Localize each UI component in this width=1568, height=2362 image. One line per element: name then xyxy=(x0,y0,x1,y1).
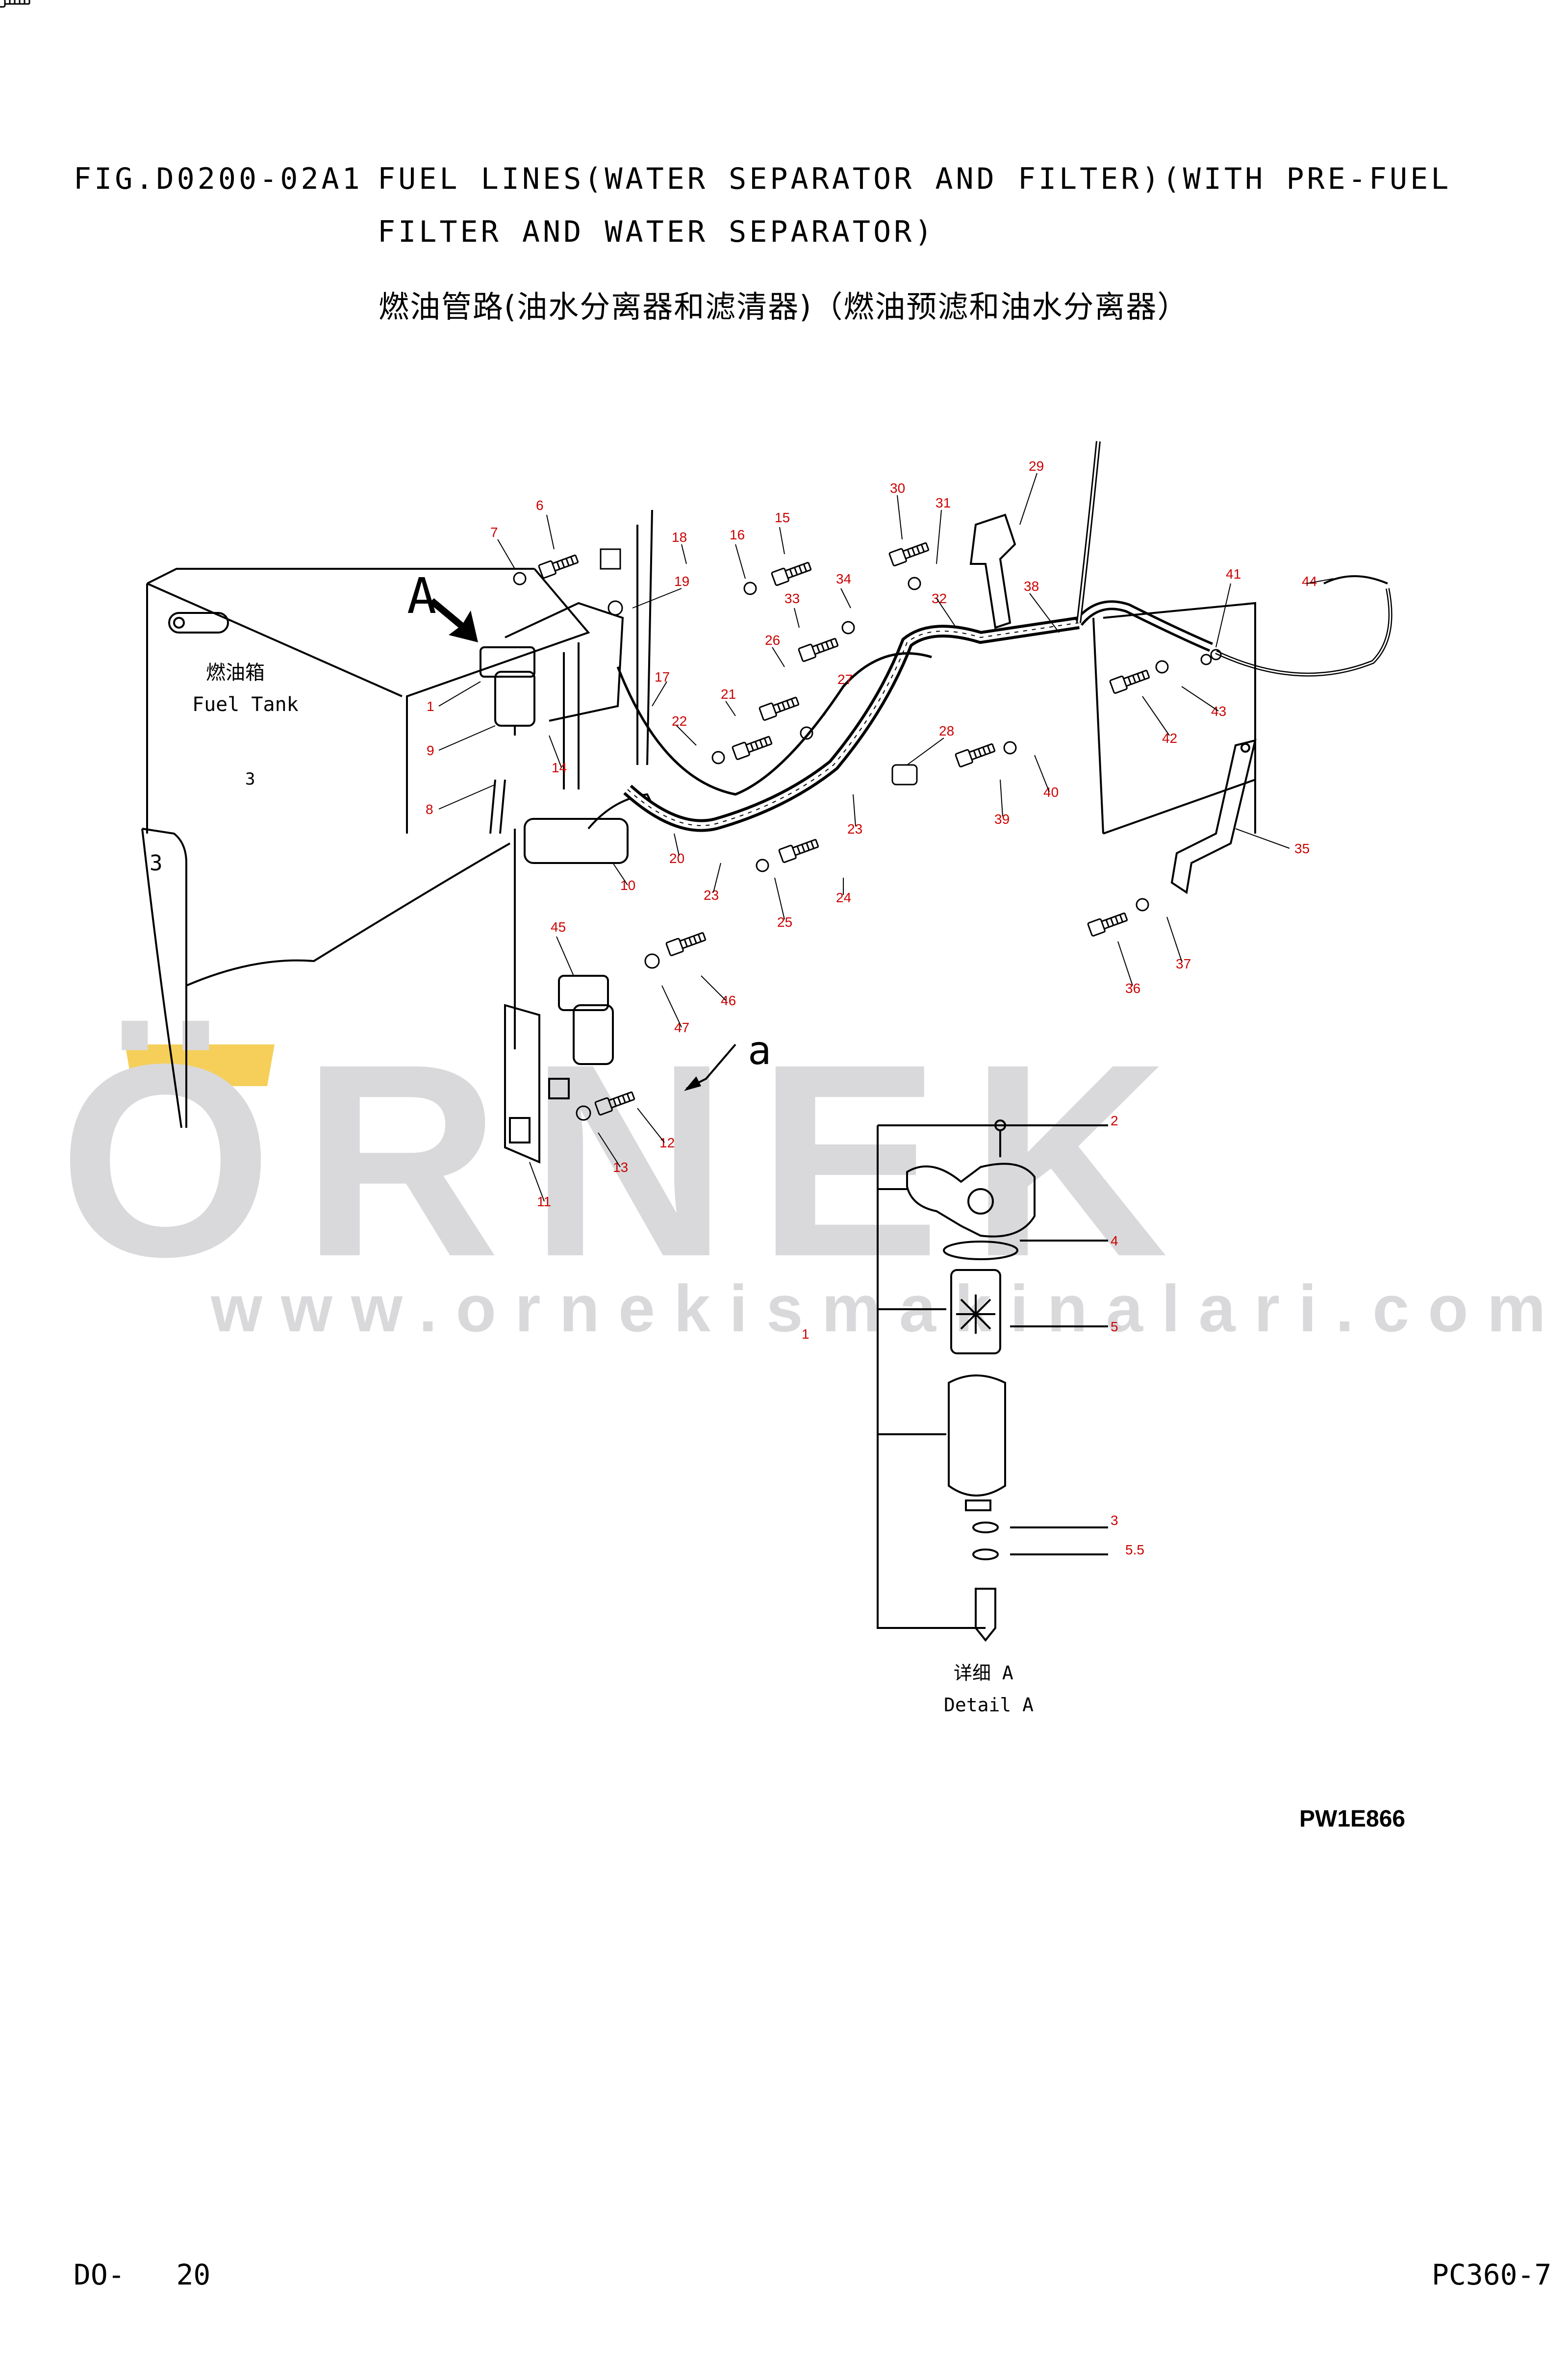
tank-mark-2: 3 xyxy=(150,851,163,876)
leader-lines xyxy=(438,473,1334,1202)
callout-15: 15 xyxy=(775,510,790,525)
callout-20: 20 xyxy=(669,851,684,866)
callout-39: 39 xyxy=(994,812,1010,827)
callout-3: 3 xyxy=(1111,1513,1118,1528)
title-line-2: FILTER AND WATER SEPARATOR) xyxy=(378,215,936,249)
callout-32: 32 xyxy=(932,591,947,606)
callout-42: 42 xyxy=(1162,731,1177,746)
detail-label-en: Detail A xyxy=(944,1694,1034,1716)
title-chinese: 燃油管路(油水分离器和滤清器)（燃油预滤和油水分离器） xyxy=(379,289,1189,325)
callout-1-detail: 1 xyxy=(802,1326,809,1342)
fig-number: FIG.D0200-02A1 xyxy=(74,162,363,196)
callout-34: 34 xyxy=(836,571,851,586)
view-label-a: a xyxy=(748,1028,771,1073)
callout-25: 25 xyxy=(777,914,792,930)
callout-27: 27 xyxy=(837,672,853,687)
callout-30: 30 xyxy=(890,481,905,496)
callouts: 1 2 3 4 5 5.5 6 7 8 9 10 11 12 13 14 15 … xyxy=(426,458,1317,1557)
callout-7: 7 xyxy=(490,525,498,540)
callout-22: 22 xyxy=(672,713,687,729)
detail-label-cn: 详细 A xyxy=(954,1662,1013,1684)
tank-mark-1: 3 xyxy=(245,769,255,789)
callout-43: 43 xyxy=(1211,704,1226,719)
callout-33: 33 xyxy=(784,591,800,606)
fuel-tank xyxy=(141,568,590,1128)
callout-26: 26 xyxy=(765,633,780,648)
callout-13: 13 xyxy=(613,1160,628,1175)
view-label-A: A xyxy=(407,567,436,625)
callout-5: 5 xyxy=(1111,1319,1118,1334)
callout-11: 11 xyxy=(537,1194,551,1209)
fuel-hoses xyxy=(616,441,1392,832)
watermark-accent xyxy=(125,1044,275,1086)
callout-8: 8 xyxy=(426,802,433,817)
view-arrow-A xyxy=(429,598,478,642)
callout-12: 12 xyxy=(659,1135,675,1150)
callout-5-5: 5.5 xyxy=(1125,1542,1144,1557)
callout-37: 37 xyxy=(1176,956,1191,971)
drawing-code: PW1E866 xyxy=(1299,1806,1405,1832)
callout-31: 31 xyxy=(936,495,951,510)
callout-29: 29 xyxy=(1029,458,1044,474)
callout-35: 35 xyxy=(1294,841,1310,856)
callout-38: 38 xyxy=(1024,579,1039,594)
callout-36: 36 xyxy=(1125,981,1140,996)
water-separator-assembly xyxy=(504,829,614,1164)
callout-10: 10 xyxy=(620,878,635,893)
watermark: ÖRNEK www.ornekismakinalari.com.tr xyxy=(59,1007,1568,1346)
callout-44: 44 xyxy=(1302,574,1317,589)
page-number: DO- 20 xyxy=(74,2258,211,2291)
callout-6: 6 xyxy=(536,498,544,513)
callout-4: 4 xyxy=(1111,1233,1118,1248)
callout-45: 45 xyxy=(551,919,566,935)
model-number: PC360-7 xyxy=(1432,2258,1552,2291)
callout-21: 21 xyxy=(721,686,736,702)
title-line-1: FUEL LINES(WATER SEPARATOR AND FILTER)(W… xyxy=(378,162,1452,196)
callout-2: 2 xyxy=(1111,1113,1118,1128)
callout-40: 40 xyxy=(1043,785,1059,800)
callout-23b: 23 xyxy=(847,821,862,837)
callout-17: 17 xyxy=(655,669,670,685)
callout-46: 46 xyxy=(721,993,736,1008)
callout-23a: 23 xyxy=(704,888,719,903)
callout-41: 41 xyxy=(1226,566,1241,582)
fuel-tank-label-en: Fuel Tank xyxy=(192,693,299,716)
bracket-29 xyxy=(969,513,1256,835)
detail-A xyxy=(877,1119,1108,1642)
bracket-35 xyxy=(1170,739,1257,894)
callout-16: 16 xyxy=(730,527,745,542)
callout-18: 18 xyxy=(672,530,687,545)
callout-19: 19 xyxy=(674,574,689,589)
callout-9: 9 xyxy=(427,743,434,758)
callout-28: 28 xyxy=(939,723,954,738)
callout-1: 1 xyxy=(427,699,434,714)
callout-47: 47 xyxy=(674,1020,689,1035)
fuel-tank-label-cn: 燃油箱 xyxy=(206,661,265,684)
watermark-letters: ÖRNEK xyxy=(59,1007,1197,1314)
fasteners xyxy=(0,0,1222,1121)
